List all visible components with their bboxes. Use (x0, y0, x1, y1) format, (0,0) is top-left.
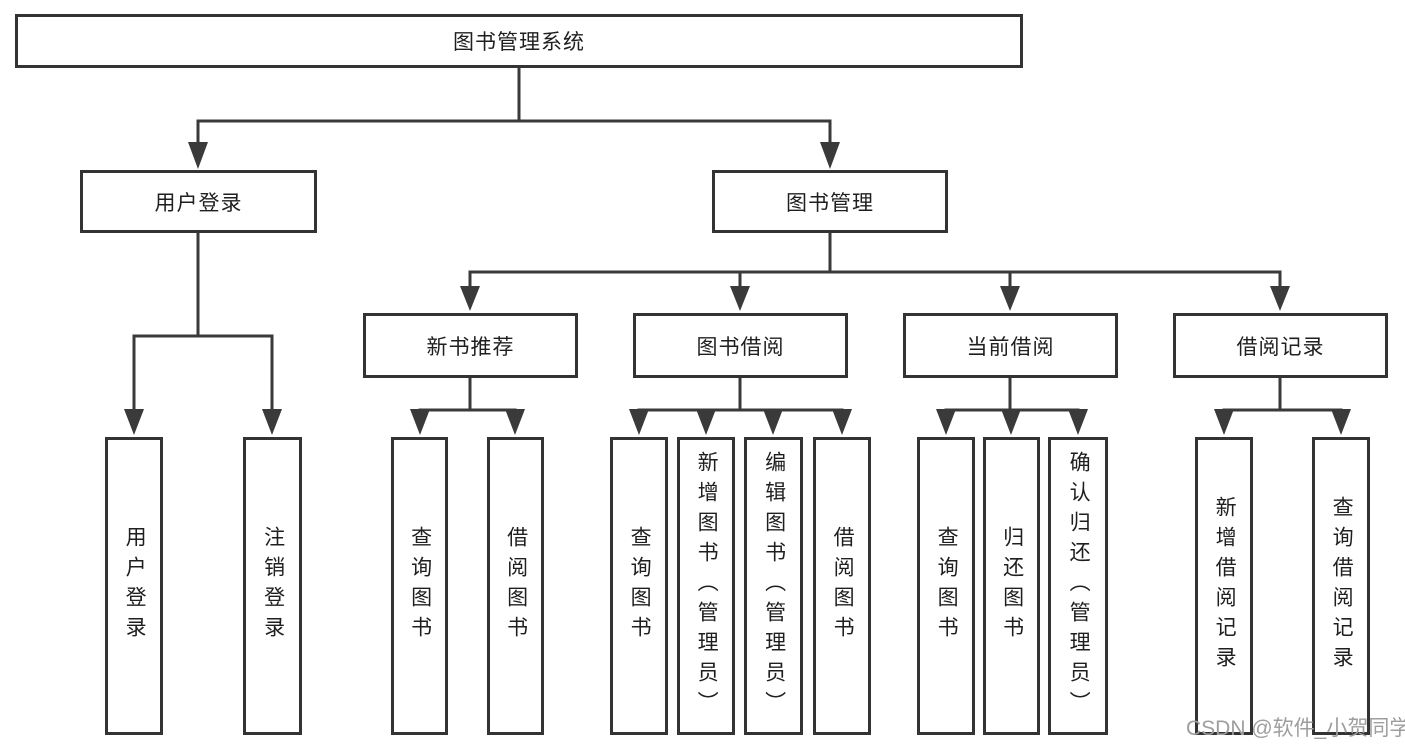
node-user-login-label: 用户登录 (154, 191, 243, 215)
leaf-query-books-3: 查询图书 (917, 437, 975, 735)
leaf-user-login-label: 用户登录 (123, 526, 147, 646)
connector-book-management-to-children (460, 231, 1290, 311)
node-root-label: 图书管理系统 (453, 31, 585, 54)
connector-root-to-children (188, 66, 840, 169)
connector-current-borrow-to-children (936, 376, 1088, 435)
leaf-query-books-1: 查询图书 (391, 437, 448, 735)
leaf-confirm-return-admin-label: 确认归还（管理员） (1067, 451, 1091, 721)
connector-user-login-to-children (124, 231, 282, 435)
node-user-login: 用户登录 (80, 170, 317, 233)
node-borrow-records: 借阅记录 (1173, 313, 1388, 378)
leaf-confirm-return-admin: 确认归还（管理员） (1048, 437, 1108, 735)
leaf-add-borrow-record: 新增借阅记录 (1195, 437, 1253, 735)
leaf-query-borrow-record-label: 查询借阅记录 (1330, 496, 1354, 676)
leaf-borrow-books-2-label: 借阅图书 (831, 526, 855, 646)
node-book-management: 图书管理 (712, 170, 948, 233)
node-current-borrow-label: 当前借阅 (966, 335, 1055, 359)
leaf-logout: 注销登录 (243, 437, 302, 735)
leaf-user-login: 用户登录 (105, 437, 163, 735)
leaf-logout-label: 注销登录 (261, 526, 285, 646)
node-root: 图书管理系统 (15, 14, 1023, 68)
node-new-book-recommend-label: 新书推荐 (426, 335, 515, 359)
leaf-return-book-label: 归还图书 (1000, 526, 1024, 646)
connector-book-borrow-to-children (629, 376, 852, 435)
leaf-borrow-books-1-label: 借阅图书 (504, 526, 528, 646)
leaf-query-books-3-label: 查询图书 (935, 526, 959, 646)
leaf-return-book: 归还图书 (983, 437, 1040, 735)
node-current-borrow: 当前借阅 (903, 313, 1118, 378)
node-new-book-recommend: 新书推荐 (363, 313, 578, 378)
leaf-add-book-admin-label: 新增图书（管理员） (695, 451, 719, 721)
leaf-query-books-1-label: 查询图书 (408, 526, 432, 646)
node-book-management-label: 图书管理 (786, 191, 874, 215)
connector-borrow-records-to-children (1214, 376, 1351, 435)
leaf-add-book-admin: 新增图书（管理员） (677, 437, 735, 735)
leaf-borrow-books-1: 借阅图书 (487, 437, 544, 735)
node-borrow-records-label: 借阅记录 (1236, 335, 1325, 359)
node-book-borrow: 图书借阅 (633, 313, 848, 378)
leaf-edit-book-admin-label: 编辑图书（管理员） (762, 451, 786, 721)
connector-new-book-recommend-to-children (410, 376, 525, 435)
leaf-borrow-books-2: 借阅图书 (813, 437, 871, 735)
leaf-edit-book-admin: 编辑图书（管理员） (744, 437, 803, 735)
leaf-query-books-2: 查询图书 (610, 437, 668, 735)
leaf-add-borrow-record-label: 新增借阅记录 (1213, 496, 1237, 676)
node-book-borrow-label: 图书借阅 (696, 335, 785, 359)
leaf-query-borrow-record: 查询借阅记录 (1312, 437, 1370, 735)
csdn-watermark: CSDN @软件_小贺同学 (1186, 717, 1405, 740)
leaf-query-books-2-label: 查询图书 (628, 526, 652, 646)
